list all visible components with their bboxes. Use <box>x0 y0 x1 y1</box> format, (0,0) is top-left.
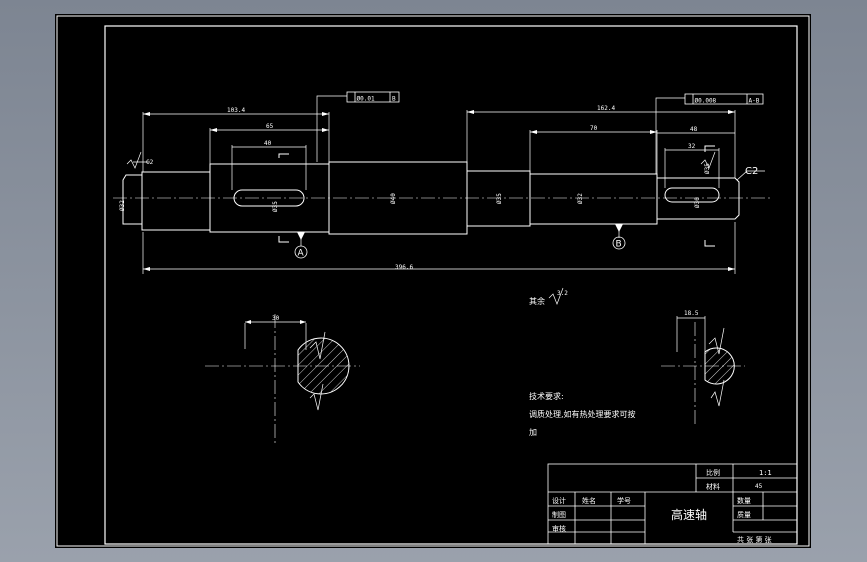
keyways <box>233 145 720 247</box>
sheet-info: 共 张 第 张 <box>737 535 772 544</box>
tolerance-right-value: Ø0.008 <box>695 98 717 105</box>
drawing-sheet: A B Ø0.01 B Ø0.008 A-B 396.6 103.4 65 40… <box>55 14 811 548</box>
dim-dia-2: Ø40 <box>390 193 397 204</box>
count-label: 数量 <box>737 496 751 505</box>
tech-title: 技术要求: <box>529 391 564 401</box>
material-value: 45 <box>755 483 763 490</box>
roughness-symbol <box>548 287 564 305</box>
section-b-width: 18.5 <box>684 310 699 317</box>
name-label: 姓名 <box>582 496 596 505</box>
section-b <box>661 316 745 424</box>
tech-line-1: 调质处理,如有热处理要求可按 <box>529 409 636 419</box>
chamfer-right: C2 <box>745 166 758 177</box>
dim-dia-5: Ø30 <box>694 197 701 208</box>
dim-left-section: 103.4 <box>227 107 245 114</box>
part-name: 高速轴 <box>671 507 707 522</box>
dim-keyway-right-inner: 32 <box>688 143 696 150</box>
section-a <box>205 314 360 444</box>
dim-bearing: Ø35 <box>704 163 711 174</box>
drawing-canvas: A B Ø0.01 B Ø0.008 A-B 396.6 103.4 65 40… <box>56 15 810 547</box>
tolerance-right-datum: A-B <box>749 98 760 105</box>
right-keyway <box>664 187 720 203</box>
ratio-value: 1:1 <box>759 469 772 477</box>
title-block <box>547 463 798 545</box>
tech-line-2: 加 <box>529 427 537 437</box>
datum-b-circle <box>612 236 626 250</box>
dim-keyway-left-inner: 40 <box>264 140 272 147</box>
dim-keyway-right: 70 <box>590 125 598 132</box>
section-a-width: 30 <box>272 315 280 322</box>
dim-keyway-left: 65 <box>266 123 274 130</box>
designer-label: 设计 <box>552 496 566 505</box>
dim-keyway-right-outer: 48 <box>690 126 698 133</box>
inner-border <box>104 25 798 545</box>
dim-left-end: Ø32 <box>119 200 126 211</box>
chamfer-left: C2 <box>146 159 154 166</box>
dim-dia-1: Ø35 <box>272 201 279 212</box>
tolerance-left-datum: B <box>392 96 396 103</box>
tolerance-frames <box>346 91 764 105</box>
dimension-arrows <box>143 110 735 271</box>
dim-right-section: 162.4 <box>597 105 615 112</box>
dim-overall: 396.6 <box>395 264 413 271</box>
dim-dia-3: Ø35 <box>496 193 503 204</box>
rest-roughness-label: 其余 <box>529 296 545 306</box>
tolerance-left-value: Ø0.01 <box>357 96 375 103</box>
material-label: 材料 <box>706 482 720 491</box>
left-keyway <box>233 189 305 207</box>
dim-dia-4: Ø32 <box>577 193 584 204</box>
weight-label: 质量 <box>737 510 751 519</box>
drawing-label: 制图 <box>552 510 566 519</box>
dimension-lines <box>126 95 765 274</box>
ratio-label: 比例 <box>706 468 720 477</box>
datum-b-label: B <box>616 240 622 250</box>
roughness-value: 3.2 <box>557 290 568 297</box>
outer-border <box>56 15 810 547</box>
review-label: 审核 <box>552 524 566 533</box>
datum-a-label: A <box>298 249 305 259</box>
id-label: 学号 <box>617 496 631 505</box>
datum-a-circle <box>294 245 308 259</box>
